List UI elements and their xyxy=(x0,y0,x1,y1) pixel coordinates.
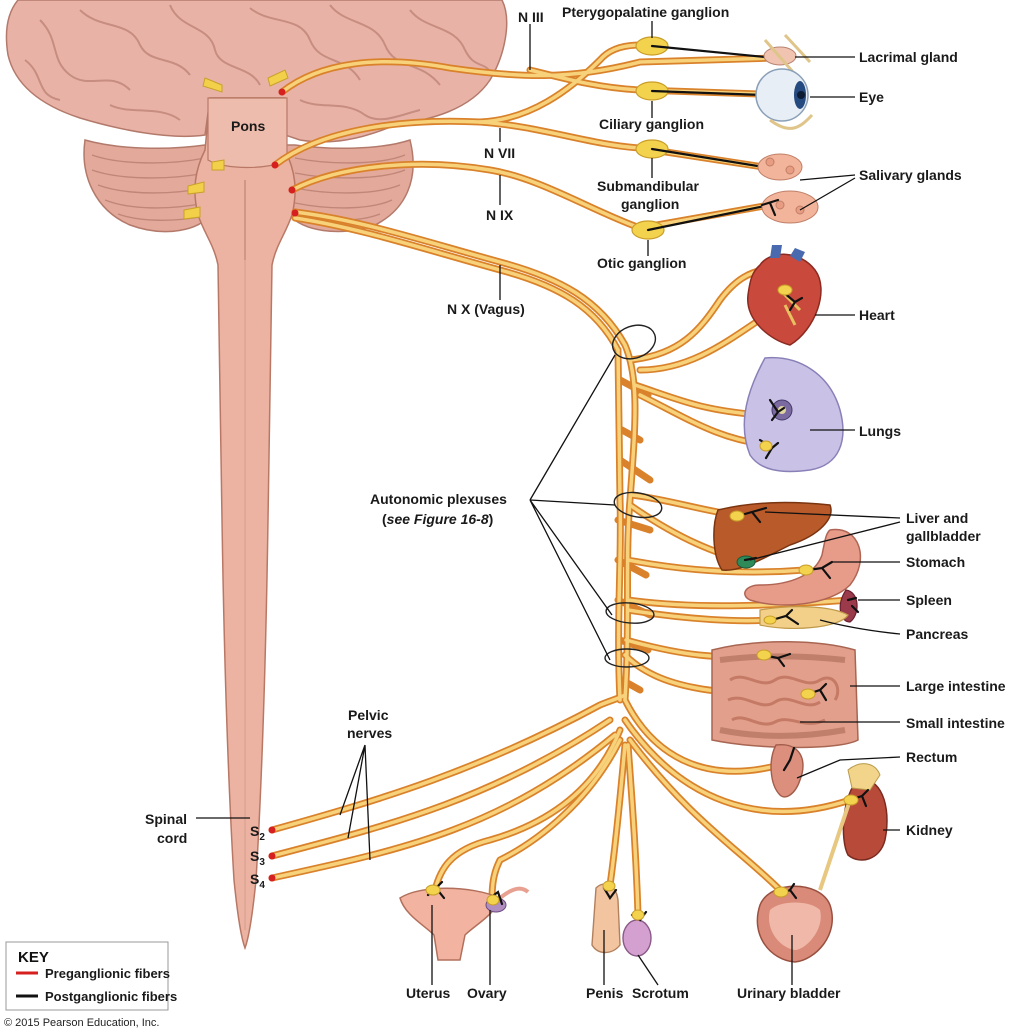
label-spinal-2: cord xyxy=(157,830,187,846)
label-n3: N III xyxy=(518,9,544,25)
label-scrotum: Scrotum xyxy=(632,985,689,1001)
cerebrum-gyri xyxy=(24,4,493,121)
cranial-nerve-stubs xyxy=(183,69,289,220)
label-uterus: Uterus xyxy=(406,985,451,1001)
plexus-ellipses xyxy=(604,324,663,668)
label-large-intestine: Large intestine xyxy=(906,678,1006,694)
label-submandibular-1: Submandibular xyxy=(597,178,699,194)
label-s4-sub: 4 xyxy=(259,880,265,891)
salivary-post xyxy=(760,198,780,217)
key-box: KEY Preganglionic fibers Postganglionic … xyxy=(5,941,177,1011)
label-kidney: Kidney xyxy=(906,822,953,838)
label-submandibular-2: ganglion xyxy=(621,196,679,212)
label-lacrimal: Lacrimal gland xyxy=(859,49,958,65)
label-autonomic-2: (see Figure 16-8) xyxy=(382,511,493,527)
label-otic: Otic ganglion xyxy=(597,255,686,271)
label-pelvic-1: Pelvic xyxy=(348,707,389,723)
label-autonomic-1: Autonomic plexuses xyxy=(370,491,507,507)
label-s2: S2 xyxy=(250,823,265,843)
small-intestine-organ xyxy=(727,675,840,726)
label-urinary-bladder: Urinary bladder xyxy=(737,985,841,1001)
label-pelvic-2: nerves xyxy=(347,725,392,741)
label-ciliary: Ciliary ganglion xyxy=(599,116,704,132)
eye-organ xyxy=(755,68,814,130)
label-eye: Eye xyxy=(859,89,884,105)
leader-lines xyxy=(196,21,901,986)
penis-scrotum-organ xyxy=(591,883,652,957)
urinary-bladder-organ xyxy=(756,882,833,963)
salivary-glands-organ xyxy=(757,153,819,224)
label-small-intestine: Small intestine xyxy=(906,715,1005,731)
label-autonomic-italic: see Figure 16-8 xyxy=(387,511,489,527)
label-spleen: Spleen xyxy=(906,592,952,608)
pancreas-organ xyxy=(759,606,849,629)
organ-ganglia xyxy=(425,284,859,921)
label-s2-sub: 2 xyxy=(259,832,265,843)
label-salivary: Salivary glands xyxy=(859,167,962,183)
lungs-organ xyxy=(743,356,844,473)
label-n7: N VII xyxy=(484,145,515,161)
label-s4: S4 xyxy=(250,871,265,891)
label-liver-2: gallbladder xyxy=(906,528,981,544)
label-autonomic-close: ) xyxy=(489,511,494,527)
label-s3-s: S xyxy=(250,848,259,864)
label-s4-s: S xyxy=(250,871,259,887)
copyright: © 2015 Pearson Education, Inc. xyxy=(4,1017,159,1029)
label-heart: Heart xyxy=(859,307,895,323)
label-stomach: Stomach xyxy=(906,554,965,570)
liver-organ xyxy=(713,501,832,571)
label-n9: N IX xyxy=(486,207,514,223)
heart-organ xyxy=(747,245,822,346)
label-penis: Penis xyxy=(586,985,624,1001)
label-spinal-1: Spinal xyxy=(145,811,187,827)
label-liver-1: Liver and xyxy=(906,510,968,526)
preganglionic-origins xyxy=(268,88,299,882)
uterus-organ xyxy=(399,880,530,961)
nerve-pathways-inner xyxy=(270,43,852,917)
label-ovary: Ovary xyxy=(467,985,507,1001)
label-pancreas: Pancreas xyxy=(906,626,968,642)
label-s3: S3 xyxy=(250,848,265,868)
rectum-organ xyxy=(770,744,804,798)
label-pterygopalatine: Pterygopalatine ganglion xyxy=(562,4,729,20)
label-autonomic-open: ( xyxy=(382,511,387,527)
label-rectum: Rectum xyxy=(906,749,957,765)
label-n10: N X (Vagus) xyxy=(447,301,525,317)
label-s2-s: S xyxy=(250,823,259,839)
key-title: KEY xyxy=(18,949,49,966)
key-post-label: Postganglionic fibers xyxy=(45,989,177,1004)
label-s3-sub: 3 xyxy=(259,857,265,868)
key-pre-label: Preganglionic fibers xyxy=(45,966,170,981)
kidney-organ xyxy=(818,763,888,891)
label-lungs: Lungs xyxy=(859,423,901,439)
label-pons: Pons xyxy=(231,118,265,134)
head-postganglionic xyxy=(646,44,794,232)
